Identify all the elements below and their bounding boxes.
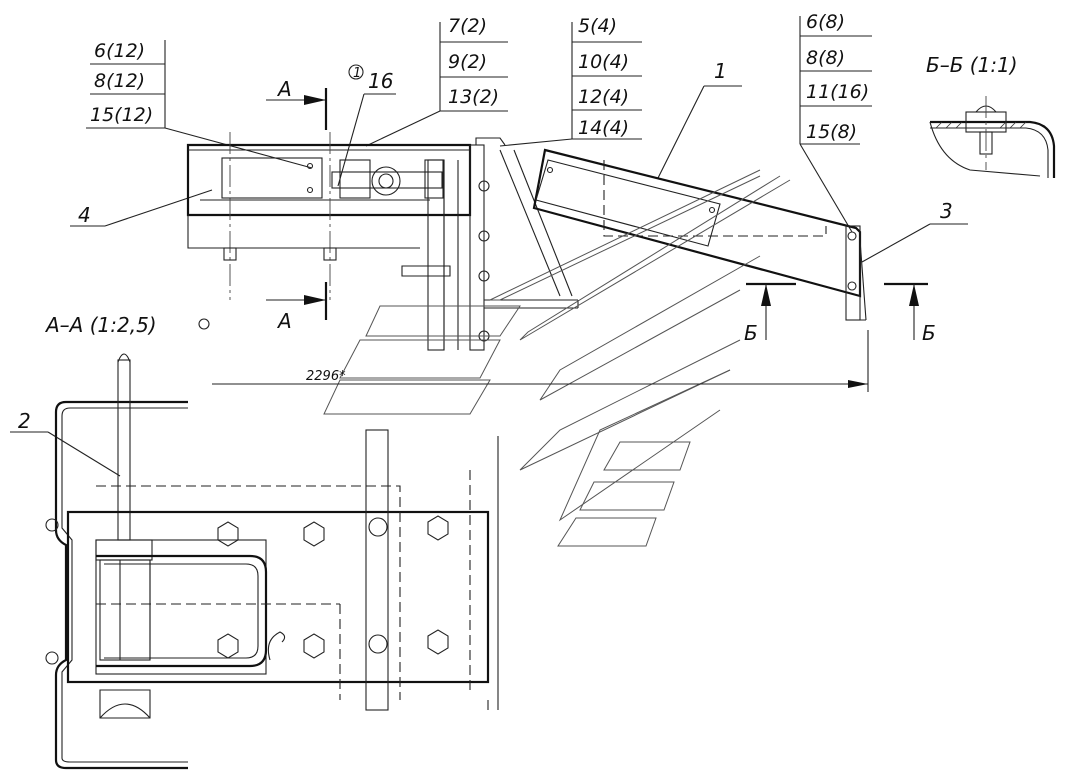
section-bb-title: Б–Б (1:1) [926,53,1018,77]
section-bb-view: Б–Б (1:1) [926,53,1056,178]
position-16-number: 16 [368,69,393,93]
dimension-value: 2296* [306,369,346,384]
callout-group-left: 6(12) 8(12) 15(12) [86,40,313,169]
position-1-number: 1 [714,59,727,83]
callout-right-1: 6(8) [806,11,845,33]
callout-midright-1: 5(4) [578,15,617,37]
position-3-number: 3 [940,199,953,223]
callout-mid-1: 7(2) [448,15,487,37]
position-16: 1 16 [337,64,396,187]
position-4-number: 4 [78,203,91,227]
section-a-bottom-label: А [276,309,292,333]
rotated-view-icon [198,318,210,330]
section-b-right-label: Б [922,321,936,345]
main-view [186,132,867,351]
circled-marker-number: 1 [353,66,361,81]
callout-midright-3: 12(4) [578,86,629,108]
callout-mid-3: 13(2) [448,86,499,108]
position-2-number: 2 [18,409,31,433]
callout-left-2: 8(12) [94,70,145,92]
position-1: 1 [657,59,742,179]
callout-group-right: 6(8) 8(8) 11(16) 15(8) [799,11,872,233]
dimension-overall: 2296* [212,330,869,392]
section-b-left-label: Б [744,321,758,345]
callout-right-4: 15(8) [806,121,857,143]
section-a-top-label: А [276,77,292,101]
section-marker-a: А А [266,77,328,333]
callout-group-mid: 7(2) 9(2) 13(2) [365,15,508,147]
section-aa-view: А–А (1:2,5) [44,313,499,770]
section-aa-title: А–А (1:2,5) [44,313,157,337]
callout-left-3: 15(12) [90,104,153,126]
callout-group-midright: 5(4) 10(4) 12(4) 14(4) [499,15,642,147]
callout-mid-2: 9(2) [448,51,487,73]
circled-marker-icon [348,64,364,80]
callout-left-1: 6(12) [94,40,145,62]
position-2: 2 [10,409,121,477]
callout-midright-2: 10(4) [578,51,629,73]
position-3: 3 [861,199,968,263]
section-marker-b: Б Б [744,282,936,345]
callout-right-2: 8(8) [806,47,845,69]
ghost-outlines [323,169,791,547]
callout-midright-4: 14(4) [578,117,629,139]
callout-right-3: 11(16) [806,81,869,103]
position-4: 4 [70,189,213,227]
